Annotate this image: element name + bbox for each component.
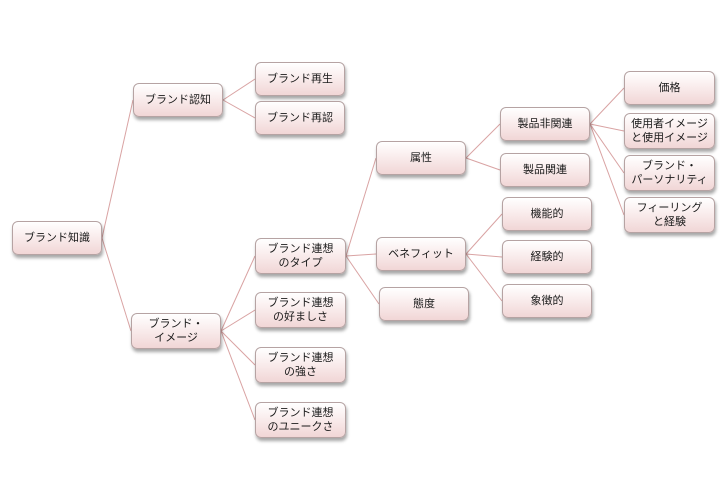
node-feelings-experience: フィーリング と経験 bbox=[624, 197, 715, 233]
connector-type-benefit bbox=[345, 253, 377, 257]
node-non-product-related: 製品非関連 bbox=[500, 107, 590, 141]
connector-image-assoc-favor bbox=[220, 309, 256, 332]
connector-nonproduct-user bbox=[589, 123, 625, 132]
connector-type-attribute bbox=[345, 157, 377, 257]
connector-attribute-nonproduct bbox=[465, 123, 501, 159]
connector-awareness-recall bbox=[222, 78, 256, 101]
connector-root-image bbox=[101, 237, 132, 332]
node-assoc-favorability: ブランド連想 の好ましさ bbox=[255, 292, 346, 328]
connector-attribute-product bbox=[465, 157, 501, 171]
connector-awareness-recognition bbox=[222, 99, 256, 119]
node-product-related: 製品関連 bbox=[500, 153, 590, 187]
node-symbolic: 象徴的 bbox=[502, 284, 592, 318]
node-brand-recognition: ブランド再認 bbox=[255, 101, 345, 135]
connector-nonproduct-price bbox=[589, 87, 625, 125]
node-attitude: 態度 bbox=[379, 287, 469, 321]
connector-image-assoc-strength bbox=[220, 330, 256, 366]
node-experiential: 経験的 bbox=[502, 240, 592, 274]
node-brand-knowledge: ブランド知識 bbox=[12, 221, 102, 255]
connector-type-attitude bbox=[345, 255, 380, 305]
node-assoc-type: ブランド連想 のタイプ bbox=[255, 238, 346, 274]
node-functional: 機能的 bbox=[502, 197, 592, 231]
connector-benefit-experiential bbox=[465, 253, 503, 258]
node-brand-awareness: ブランド認知 bbox=[133, 83, 223, 117]
node-brand-image: ブランド・ イメージ bbox=[131, 313, 221, 349]
connector-benefit-symbolic bbox=[465, 253, 503, 302]
node-user-usage-image: 使用者イメージ と使用イメージ bbox=[624, 113, 715, 149]
connector-root-awareness bbox=[101, 99, 134, 239]
connector-nonproduct-feelings bbox=[589, 123, 625, 216]
node-brand-recall: ブランド再生 bbox=[255, 62, 345, 96]
connector-benefit-functional bbox=[465, 213, 503, 255]
node-attribute: 属性 bbox=[376, 141, 466, 175]
node-assoc-strength: ブランド連想 の強さ bbox=[255, 347, 346, 383]
node-brand-personality: ブランド・ パーソナリティ bbox=[624, 155, 715, 191]
node-assoc-uniqueness: ブランド連想 のユニークさ bbox=[255, 402, 346, 438]
connector-image-assoc-type bbox=[220, 255, 256, 332]
node-price: 価格 bbox=[624, 71, 715, 105]
connector-image-assoc-unique bbox=[220, 330, 256, 421]
connector-nonproduct-personality bbox=[589, 123, 625, 174]
node-benefit: ベネフィット bbox=[376, 237, 466, 271]
